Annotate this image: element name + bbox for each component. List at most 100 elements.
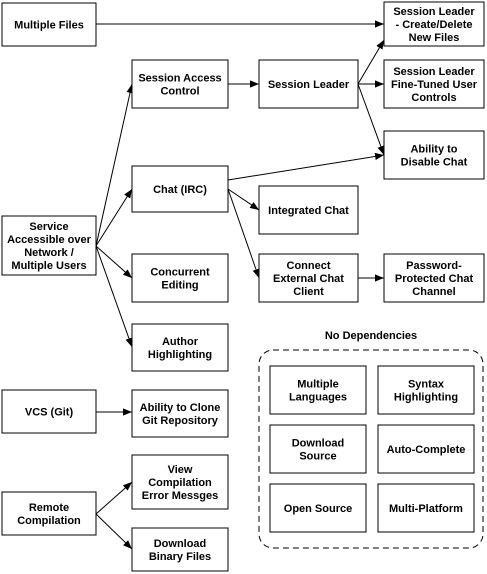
node-label-line: VCS (Git)	[25, 407, 74, 419]
node-open-source: Open Source	[269, 483, 367, 533]
node-label-line: Remote	[29, 502, 69, 514]
node-label: Auto-Complete	[387, 444, 466, 456]
node-label-line: Ability to Clone	[140, 402, 221, 414]
node-label-line: Client	[293, 286, 324, 298]
node-label-line: Multiple Files	[14, 20, 84, 32]
node-label-line: Controls	[411, 92, 456, 104]
edges	[95, 20, 385, 550]
node-integrated-chat: Integrated Chat	[258, 185, 359, 235]
node-label: Session Leader	[268, 79, 350, 91]
node-label-line: Session Leader	[268, 79, 350, 91]
node-label-line: - Create/Delete	[395, 19, 472, 31]
node-label: Open Source	[284, 503, 352, 515]
node-label-line: Integrated Chat	[268, 205, 349, 217]
arrow-15	[95, 513, 133, 550]
node-box	[258, 253, 359, 303]
node-label-line: Disable Chat	[401, 157, 468, 169]
node-box	[377, 365, 475, 415]
node-label-line: Multi-Platform	[389, 503, 463, 515]
node-label-line: Concurrent	[150, 267, 210, 279]
node-label-line: Author	[162, 336, 199, 348]
node-label-line: Download	[154, 538, 207, 550]
node-label-line: New Files	[409, 32, 460, 44]
node-label-line: Auto-Complete	[387, 444, 466, 456]
arrow-8	[357, 83, 385, 156]
node-label-line: Ability to	[410, 144, 457, 156]
arrow-14	[95, 481, 133, 515]
arrow-11	[227, 188, 260, 279]
node-label-line: Open Source	[284, 503, 352, 515]
node-label-line: Git Repository	[142, 415, 219, 427]
arrow-1	[95, 83, 134, 247]
node-box	[383, 1, 485, 47]
node-box	[131, 527, 229, 572]
node-multiple-files: Multiple Files	[1, 2, 97, 47]
node-label-line: Compilation	[148, 477, 212, 489]
node-label: VCS (Git)	[25, 407, 74, 419]
node-box	[1, 389, 97, 434]
node-label-line: Session Access	[138, 73, 221, 85]
node-label-line: Fine-Tuned User	[391, 79, 478, 91]
node-box	[131, 253, 229, 303]
node-label-line: Chat (IRC)	[153, 184, 207, 196]
node-box	[131, 59, 229, 109]
node-label-line: Download	[292, 438, 345, 450]
node-box	[131, 165, 229, 213]
node-vcs-git: VCS (Git)	[1, 389, 97, 434]
node-box	[1, 215, 97, 276]
node-session-leader: Session Leader	[258, 59, 359, 109]
node-box	[1, 2, 97, 47]
arrow-9	[227, 152, 385, 181]
node-label-line: Editing	[161, 280, 198, 292]
node-label: Chat (IRC)	[153, 184, 207, 196]
node-label-line: Languages	[289, 392, 347, 404]
node-multi-platform: Multi-Platform	[377, 483, 475, 533]
node-label-line: Compilation	[17, 515, 81, 527]
node-label-line: Multiple	[297, 379, 339, 391]
no-dependencies-title: No Dependencies	[325, 330, 417, 342]
node-box	[269, 424, 367, 474]
arrow-6	[357, 39, 385, 85]
no-dependencies-group	[258, 349, 484, 549]
arrow-2	[95, 188, 133, 247]
node-box	[383, 59, 485, 109]
node-box	[269, 483, 367, 533]
node-label-line: Highlighting	[148, 349, 212, 361]
node-label-line: Service	[29, 221, 68, 233]
node-label: Multiple Files	[14, 20, 84, 32]
node-label-line: Password-	[406, 260, 462, 272]
node-auto-complete: Auto-Complete	[377, 424, 475, 474]
node-box	[131, 454, 229, 510]
node-box	[258, 185, 359, 235]
node-label-line: Session Leader	[393, 66, 475, 78]
node-label-line: Channel	[412, 286, 455, 298]
node-label-line: External Chat	[273, 273, 344, 285]
node-chat-irc: Chat (IRC)	[131, 165, 229, 213]
node-label-line: Multiple Users	[11, 260, 86, 272]
